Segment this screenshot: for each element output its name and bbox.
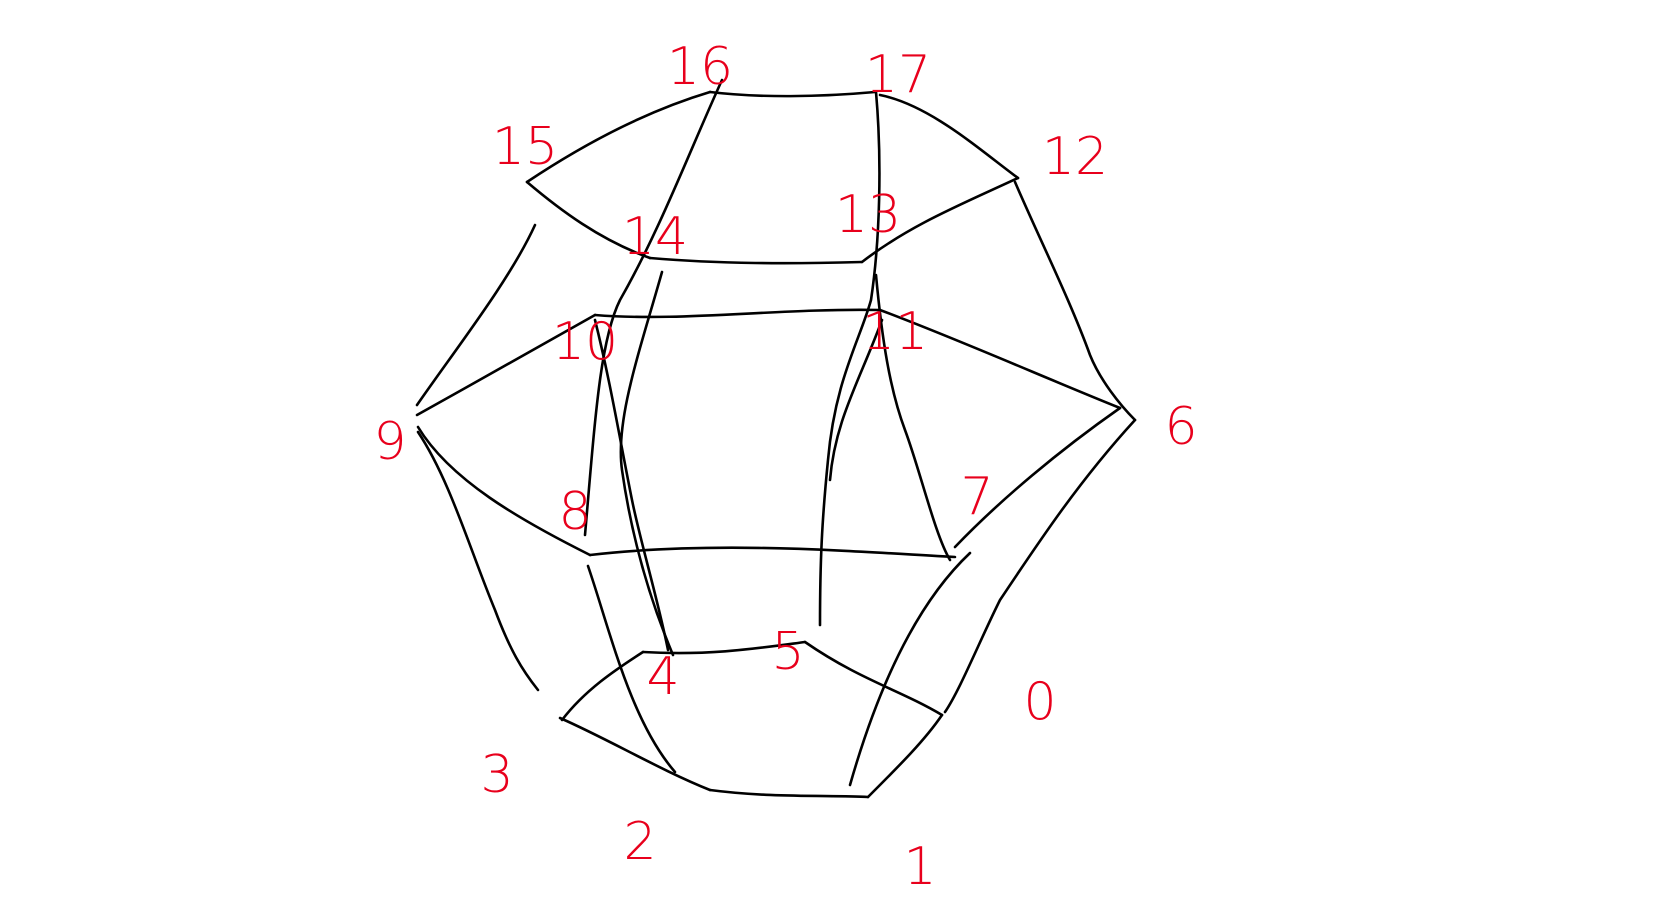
edge-14-15 xyxy=(525,180,652,260)
edge-12-13 xyxy=(860,176,1020,264)
edge-16-17 xyxy=(708,90,877,98)
edge-8-2 xyxy=(586,564,677,774)
vertex-label-9: 9 xyxy=(373,412,406,472)
edge-11-5 xyxy=(828,318,884,482)
vertex-label-10: 10 xyxy=(552,312,618,372)
vertex-label-1: 1 xyxy=(903,837,936,897)
edge-15-16 xyxy=(525,90,712,184)
vertex-label-8: 8 xyxy=(558,482,591,542)
edge-5-4 xyxy=(641,640,807,655)
polyhedron-edges xyxy=(415,78,1137,799)
edge-10-11 xyxy=(593,308,882,319)
edge-12-6 xyxy=(1013,180,1137,422)
vertex-label-7: 7 xyxy=(960,467,993,527)
vertex-label-5: 5 xyxy=(771,622,804,682)
vertex-label-16: 16 xyxy=(667,37,733,97)
edge-7-1 xyxy=(848,551,972,787)
vertex-label-11: 11 xyxy=(862,302,928,362)
vertex-label-15: 15 xyxy=(492,117,558,177)
vertex-label-14: 14 xyxy=(622,207,688,267)
edge-3-2 xyxy=(558,716,712,792)
edge-16-8 xyxy=(583,78,724,537)
vertex-label-2: 2 xyxy=(623,812,656,872)
vertex-label-13: 13 xyxy=(835,185,901,245)
edge-13-14 xyxy=(648,256,864,265)
edge-8-9 xyxy=(416,425,592,557)
edge-10-4 xyxy=(593,318,670,652)
edge-6-0 xyxy=(943,418,1137,714)
vertex-label-0: 0 xyxy=(1023,672,1056,732)
vertex-label-6: 6 xyxy=(1164,397,1197,457)
vertex-label-17: 17 xyxy=(865,45,931,105)
edge-11-6 xyxy=(878,308,1122,410)
edge-6-7 xyxy=(953,406,1122,549)
vertex-label-12: 12 xyxy=(1042,127,1108,187)
edge-14-4 xyxy=(619,270,675,657)
edge-13-7 xyxy=(874,273,952,562)
vertex-label-4: 4 xyxy=(646,647,679,707)
vertex-label-3: 3 xyxy=(480,745,513,805)
edge-2-1 xyxy=(708,788,870,799)
vertex-labels: 0 1 2 3 4 5 6 7 8 9 10 11 12 13 14 15 16… xyxy=(373,37,1197,897)
edge-9-3 xyxy=(416,430,540,692)
edge-17-5 xyxy=(818,90,881,627)
edge-9-10 xyxy=(415,313,597,417)
edge-4-3 xyxy=(560,650,645,722)
edge-17-12 xyxy=(878,93,1020,180)
edge-1-0 xyxy=(866,713,944,799)
edge-0-5 xyxy=(803,640,944,717)
edge-15-9 xyxy=(415,223,537,407)
edge-7-8 xyxy=(588,546,957,559)
